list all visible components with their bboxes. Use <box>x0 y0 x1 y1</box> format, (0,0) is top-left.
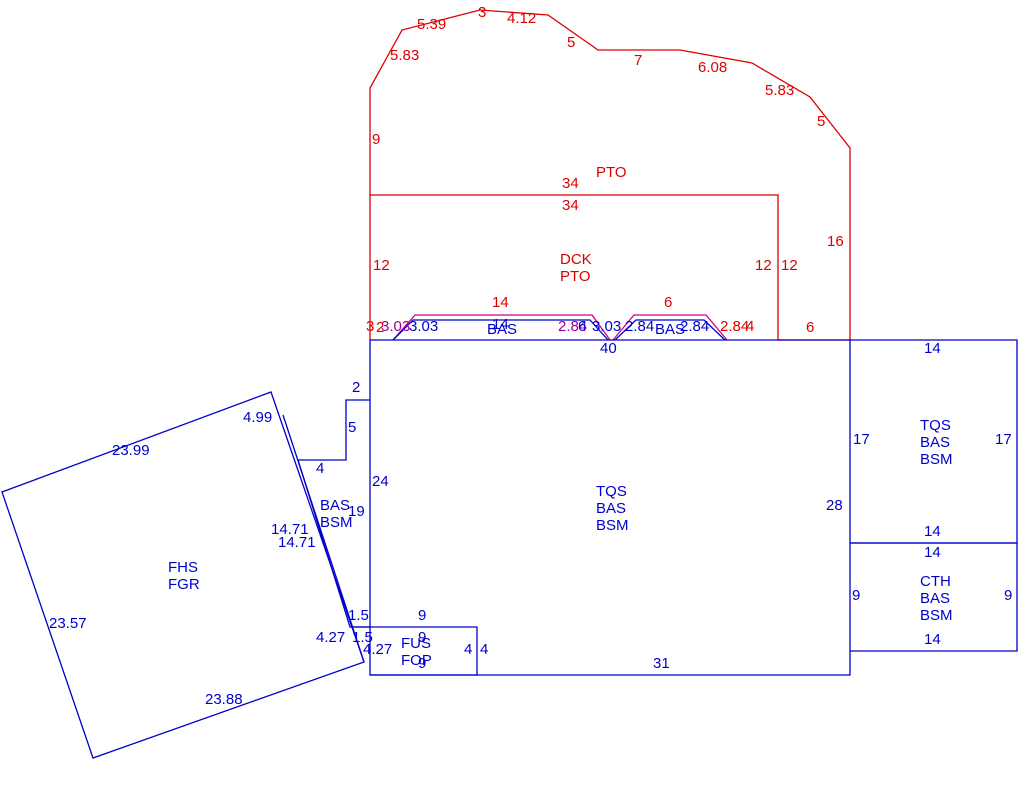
right-upper-label-line3: BSM <box>920 451 953 468</box>
garage-label-line2: FGR <box>168 576 200 593</box>
porch-inner-edge <box>282 414 365 663</box>
dim-label: 2.84 <box>625 318 654 335</box>
dim-label: 6.08 <box>698 59 727 76</box>
dim-label: 3.03 <box>592 318 621 335</box>
connector-label-line2: BSM <box>320 514 353 531</box>
dim-label: 4 <box>464 641 472 658</box>
dim-label: 4 <box>316 460 324 477</box>
dim-label: 17 <box>995 431 1012 448</box>
dim-label: 4.27 <box>316 629 345 646</box>
dim-label: 23.99 <box>112 442 150 459</box>
bay-left-label: BAS <box>487 321 517 338</box>
dim-label: 3.03 <box>381 318 410 335</box>
dim-label: 14 <box>492 316 509 333</box>
main-label-line3: BSM <box>596 517 629 534</box>
dim-label: 24 <box>372 473 389 490</box>
dim-label: 2 <box>352 379 360 396</box>
dim-label: 9 <box>852 587 860 604</box>
main-label-line2: BAS <box>596 500 626 517</box>
dim-label: 34 <box>562 197 579 214</box>
dim-label: 9 <box>418 655 426 672</box>
dim-label: 34 <box>562 175 579 192</box>
dim-label: 6 <box>664 294 672 311</box>
connector-label-line1: BAS <box>320 497 350 514</box>
dim-label: 12 <box>755 257 772 274</box>
main-label-line1: TQS <box>596 483 627 500</box>
pto-label: PTO <box>596 164 627 181</box>
dim-label: 14.71 <box>278 534 316 551</box>
right-upper-label-line1: TQS <box>920 417 951 434</box>
dim-label: 5.39 <box>417 16 446 33</box>
dim-label: 14 <box>924 523 941 540</box>
bay-left-outline <box>392 314 611 341</box>
dim-label: 3.03 <box>409 318 438 335</box>
right-upper-label-line2: BAS <box>920 434 950 451</box>
dim-label: 9 <box>418 629 426 646</box>
dim-label: 6 <box>806 319 814 336</box>
porch-label-line2: FOP <box>401 652 432 669</box>
dim-label: 16 <box>827 233 844 250</box>
right-lower-outline <box>850 542 1018 652</box>
dim-label: 5.83 <box>390 47 419 64</box>
dim-label: 5 <box>567 34 575 51</box>
dim-label: 4.99 <box>243 409 272 426</box>
dim-label: 12 <box>373 257 390 274</box>
porch-outline <box>350 626 478 676</box>
dim-label: 23.88 <box>205 691 243 708</box>
dim-label: 1.5 <box>352 629 373 646</box>
dim-label: 2.84 <box>558 318 587 335</box>
dim-label: 14 <box>924 340 941 357</box>
right-lower-label-line2: BAS <box>920 590 950 607</box>
dim-label: 5.83 <box>765 82 794 99</box>
dim-label: 9 <box>418 607 426 624</box>
main-area-outline <box>369 339 851 676</box>
dim-label: 2 <box>376 319 384 336</box>
dim-label: 9 <box>1004 587 1012 604</box>
dim-label: 14 <box>924 631 941 648</box>
dim-label: 4.12 <box>507 10 536 27</box>
dck-label-line1: DCK <box>560 251 592 268</box>
dim-label: 31 <box>653 655 670 672</box>
dim-label: 3 <box>366 318 374 335</box>
dim-label: 7 <box>634 52 642 69</box>
dim-label: 6 <box>578 318 586 335</box>
dim-label: 2.84 <box>680 318 709 335</box>
dim-label: 4.27 <box>363 641 392 658</box>
dim-label: 4 <box>480 641 488 658</box>
dim-label: 14.71 <box>271 521 309 538</box>
deck-outline <box>369 194 779 340</box>
right-lower-label-line3: BSM <box>920 607 953 624</box>
dck-label-line2: PTO <box>560 268 591 285</box>
bay-right-floor <box>614 319 726 341</box>
dim-label: 14 <box>924 544 941 561</box>
porch-label-line1: FUS <box>401 635 431 652</box>
dim-label: 17 <box>853 431 870 448</box>
bay-right-outline <box>612 314 728 341</box>
dim-label: 1.5 <box>348 607 369 624</box>
dim-label: 19 <box>348 503 365 520</box>
dim-label: 5 <box>348 419 356 436</box>
dim-label: 2.84 <box>720 318 749 335</box>
dim-label: 3 <box>478 4 486 21</box>
dim-label: 5 <box>817 113 825 130</box>
right-lower-label-line1: CTH <box>920 573 951 590</box>
patio-outline <box>369 9 851 341</box>
dim-label: 28 <box>826 497 843 514</box>
garage-label-line1: FHS <box>168 559 198 576</box>
bay-left-floor <box>392 319 609 341</box>
bay-right-label: BAS <box>655 321 685 338</box>
dim-label: 23.57 <box>49 615 87 632</box>
dim-label: 4 <box>746 318 754 335</box>
dim-label: 40 <box>600 340 617 357</box>
dim-label: 14 <box>492 294 509 311</box>
dim-label: 12 <box>781 257 798 274</box>
dim-label: 9 <box>372 131 380 148</box>
